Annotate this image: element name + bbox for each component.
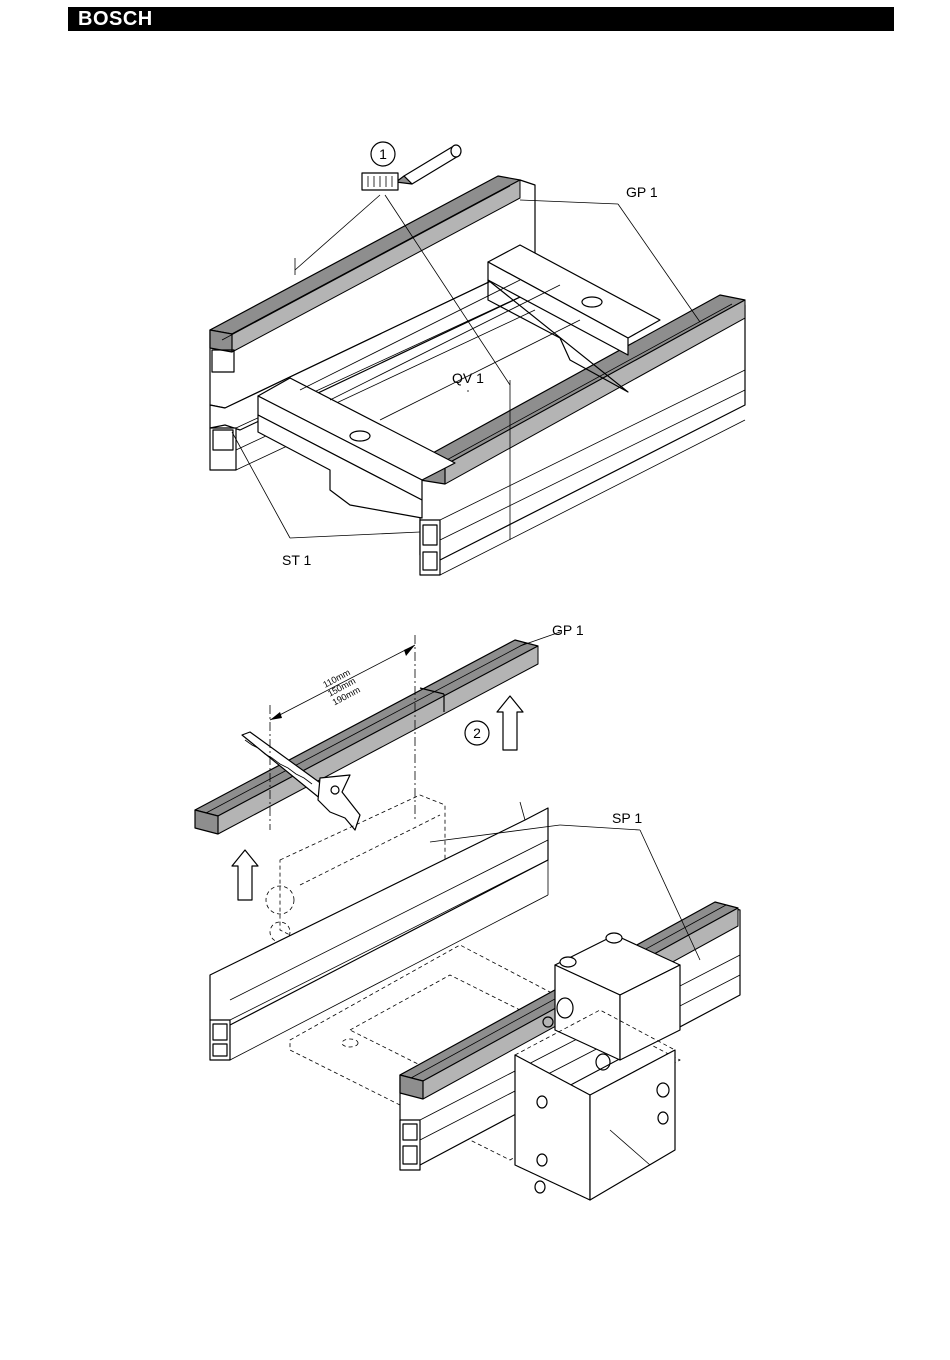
measuring-tape-icon [362,173,398,190]
label-gp1-bottom: GP 1 [552,622,584,638]
step-1-number: 1 [379,146,387,162]
step-1-marker: 1 [371,142,395,166]
label-st1: ST 1 [282,552,312,568]
label-qv1: QV 1 [452,370,484,386]
pencil-icon [396,145,461,184]
figure-1: 1 GP 1 QV 1 ST 1 [210,142,745,575]
up-arrow-icon [497,696,523,750]
label-sp1: SP 1 [612,810,642,826]
label-gp1-top: GP 1 [626,184,658,200]
up-arrow-icon-left [232,850,258,900]
step-2-marker: 2 [465,721,489,745]
figure-2: 110mm 150mm 190mm 2 [195,622,740,1200]
step-2-number: 2 [473,725,481,741]
